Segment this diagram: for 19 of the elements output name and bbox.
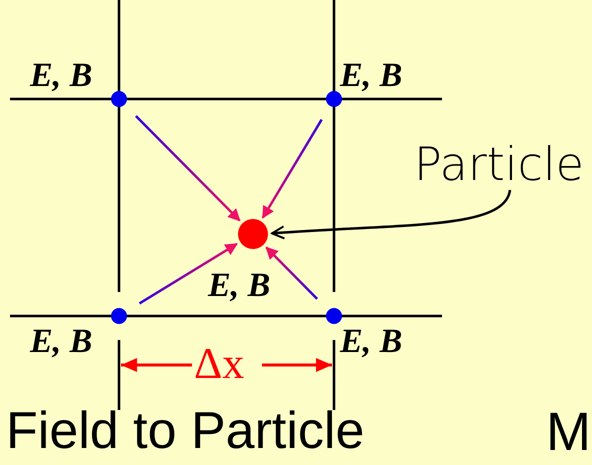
arrow bbox=[265, 246, 318, 300]
heading-text: M bbox=[546, 402, 591, 462]
field-label: E, B bbox=[340, 324, 402, 360]
grid-node-dot bbox=[326, 91, 342, 107]
arrow bbox=[138, 242, 238, 305]
arrow bbox=[135, 115, 240, 222]
grid-node-dot bbox=[326, 308, 342, 324]
callout-text: Particle bbox=[414, 138, 592, 190]
grid-node-dot bbox=[111, 91, 127, 107]
leader-line bbox=[271, 190, 512, 240]
field-label: E, B bbox=[30, 324, 92, 360]
particle-dot bbox=[238, 219, 268, 249]
arrow bbox=[262, 118, 323, 219]
field-label: E, B bbox=[340, 58, 402, 94]
caption: Field to Particle bbox=[6, 402, 364, 460]
dimension-label: Δx bbox=[194, 340, 244, 388]
field-label: E, B bbox=[208, 268, 270, 304]
grid-node-dot bbox=[111, 308, 127, 324]
field-label: E, B bbox=[30, 58, 92, 94]
